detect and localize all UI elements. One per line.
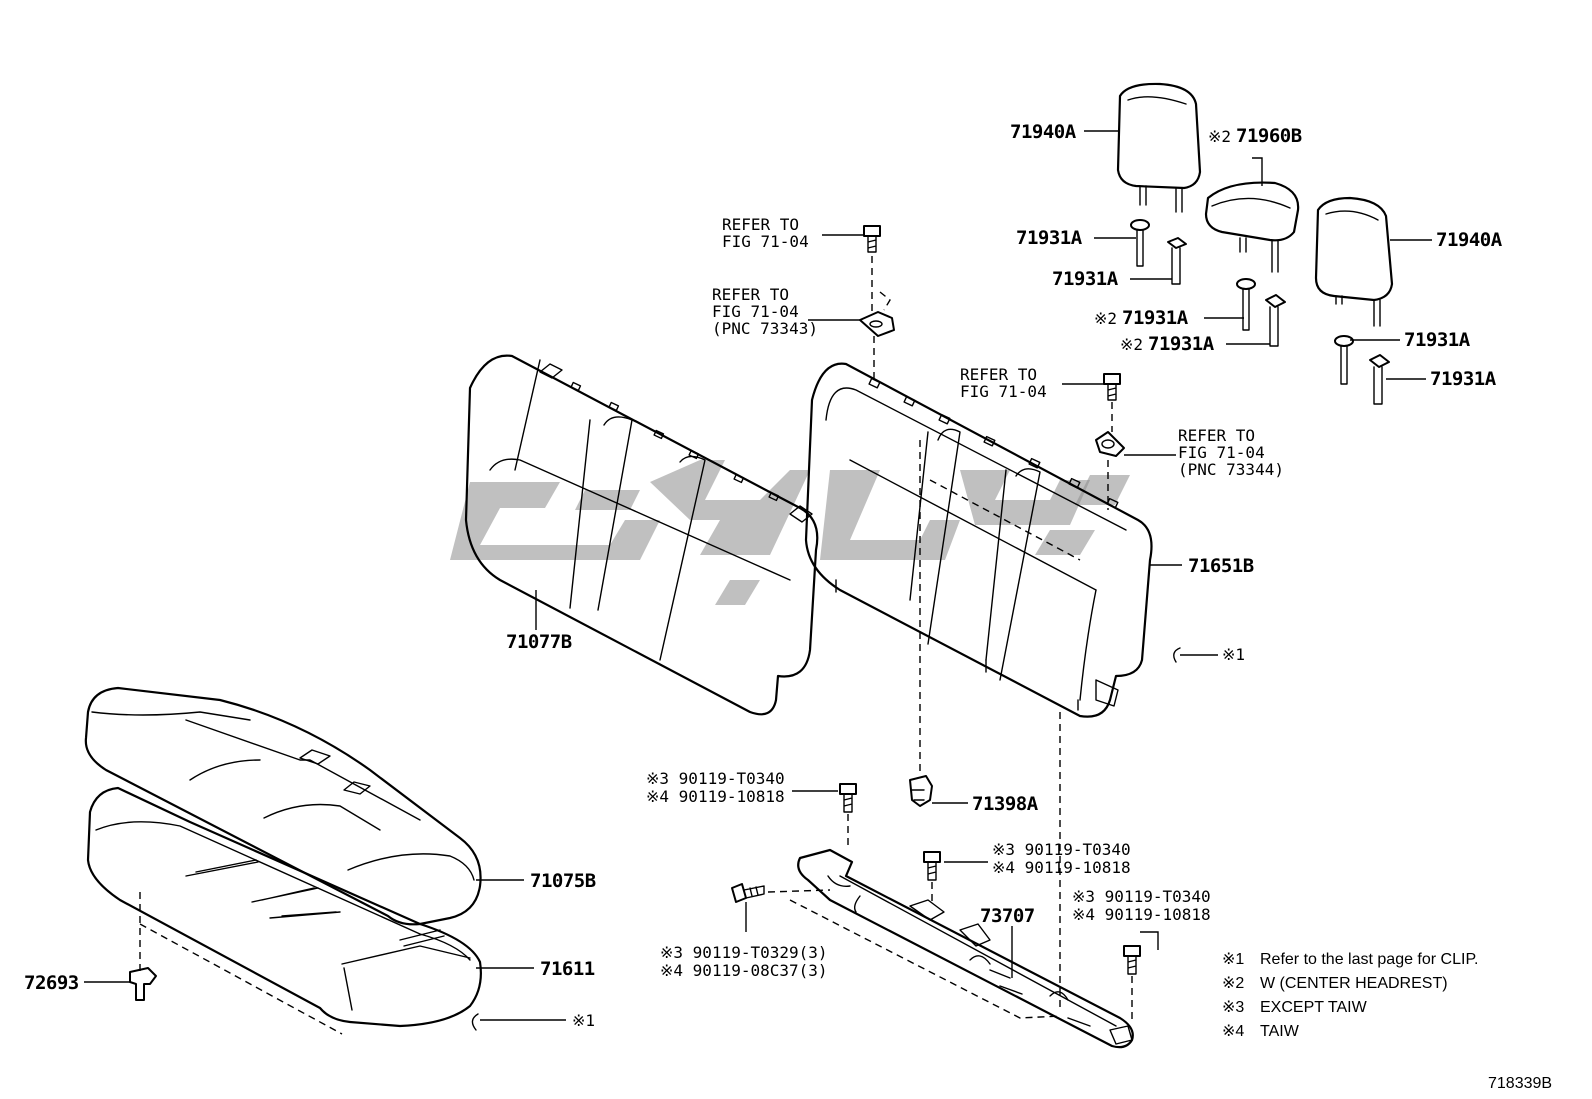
support-6-drawing[interactable] [1369,354,1390,405]
assembly-lines [139,256,1133,1035]
bolt-top-drawing[interactable] [863,225,881,253]
support-3-drawing[interactable] [1236,278,1256,331]
diagram-id: 718339B [1488,1075,1552,1092]
clip-72693-drawing[interactable] [129,967,157,1001]
label-cushion-cover[interactable]: 71075B [530,870,596,892]
seatback-cover-drawing[interactable] [464,354,819,716]
bolt-c-line1[interactable]: ※3 90119-T0340 [1072,887,1211,906]
legend: ※1 Refer to the last page for CLIP. ※2 W… [1222,951,1479,1040]
bolt-right-top-drawing[interactable] [1103,373,1121,401]
label-cushion-pad[interactable]: 71611 [540,958,595,980]
part-labels: 71940A ※2 71960B 71940A 71931A 71931A ※2… [24,121,1503,1030]
legend-note4-mark: ※4 [1222,1023,1244,1040]
legend-note1-text: Refer to the last page for CLIP. [1260,951,1479,968]
bolt-c-drawing[interactable] [1123,945,1141,975]
label-support-4[interactable]: 71931A [1148,333,1215,355]
label-support-1[interactable]: 71931A [1016,227,1083,249]
headrest-left-drawing[interactable] [1116,82,1202,213]
label-headrest-center[interactable]: 71960B [1236,125,1302,147]
ref-hook-line2[interactable]: FIG 71-04 [1178,443,1265,462]
bolt-labels: ※3 90119-T0340 ※4 90119-10818 ※3 90119-T… [646,769,1211,980]
label-clip-72693[interactable]: 72693 [24,972,79,994]
support-4-drawing[interactable] [1265,294,1286,347]
label-support-3-note: ※2 [1094,309,1117,328]
bolt-a-line1[interactable]: ※3 90119-T0340 [646,769,785,788]
ref-mid-line2[interactable]: FIG 71-04 [712,302,799,321]
headrest-right-drawing[interactable] [1314,196,1394,327]
bolt-a-drawing[interactable] [839,783,857,813]
hook-71398a-drawing[interactable] [909,775,933,807]
support-2-drawing[interactable] [1167,237,1187,285]
leader-lines [84,130,1432,1021]
legend-note2-text: W (CENTER HEADREST) [1260,975,1448,992]
cushion-cover-drawing[interactable] [84,686,482,926]
bolt-c-line2[interactable]: ※4 90119-10818 [1072,905,1211,924]
legend-note3-text: EXCEPT TAIW [1260,999,1368,1016]
ref-right-line1[interactable]: REFER TO [960,365,1037,384]
bolts [471,225,1181,1031]
label-support-5[interactable]: 71931A [1404,329,1471,351]
label-headrest-left[interactable]: 71940A [1010,121,1077,143]
label-seatback-clip-note: ※1 [1222,645,1245,664]
clip-symbol-upper [1173,647,1181,663]
support-5-drawing[interactable] [1334,335,1354,385]
label-lock-striker[interactable]: 73707 [980,905,1035,927]
ref-top-line1[interactable]: REFER TO [722,215,799,234]
label-support-4-note: ※2 [1120,335,1143,354]
legend-note3-mark: ※3 [1222,999,1244,1016]
ref-mid-line3[interactable]: (PNC 73343) [712,319,818,338]
seatback-frame-drawing[interactable] [804,362,1153,718]
label-cushion-clip-note: ※1 [572,1011,595,1030]
support-1-drawing[interactable] [1130,219,1150,267]
legend-note2-mark: ※2 [1222,975,1244,992]
ref-mid-line1[interactable]: REFER TO [712,285,789,304]
label-support-6[interactable]: 71931A [1430,368,1497,390]
bolt-a-line2[interactable]: ※4 90119-10818 [646,787,785,806]
ref-top-line2[interactable]: FIG 71-04 [722,232,809,251]
headrest-center-drawing[interactable] [1204,181,1300,273]
seatback-hook-drawing[interactable] [1095,431,1125,457]
bolt-d-drawing[interactable] [731,883,765,903]
label-support-3[interactable]: 71931A [1122,307,1189,329]
bolt-d-line1[interactable]: ※3 90119-T0329(3) [660,943,828,962]
label-support-2[interactable]: 71931A [1052,268,1119,290]
bolt-d-line2[interactable]: ※4 90119-08C37(3) [660,961,828,980]
label-seatback-frame[interactable]: 71651B [1188,555,1254,577]
label-headrest-center-note: ※2 [1208,127,1231,146]
legend-note1-mark: ※1 [1222,951,1244,968]
headrest-supports [1130,219,1390,405]
clip-symbol-lower [471,1013,479,1031]
cushion-pad-drawing[interactable] [86,786,482,1028]
bolt-b-line1[interactable]: ※3 90119-T0340 [992,840,1131,859]
lock-striker-drawing[interactable] [797,848,1134,1049]
bolt-b-drawing[interactable] [923,851,941,881]
watermark-logo [450,460,1130,605]
label-seatback-cover[interactable]: 71077B [506,631,572,653]
ref-hook-line3[interactable]: (PNC 73344) [1178,460,1284,479]
label-headrest-right[interactable]: 71940A [1436,229,1503,251]
seatback-bracket-drawing[interactable] [859,311,895,337]
ref-right-line2[interactable]: FIG 71-04 [960,382,1047,401]
label-hook[interactable]: 71398A [972,793,1039,815]
legend-note4-text: TAIW [1260,1023,1300,1040]
reference-labels: REFER TO FIG 71-04 REFER TO FIG 71-04 (P… [712,215,1284,479]
ref-hook-line1[interactable]: REFER TO [1178,426,1255,445]
bolt-b-line2[interactable]: ※4 90119-10818 [992,858,1131,877]
